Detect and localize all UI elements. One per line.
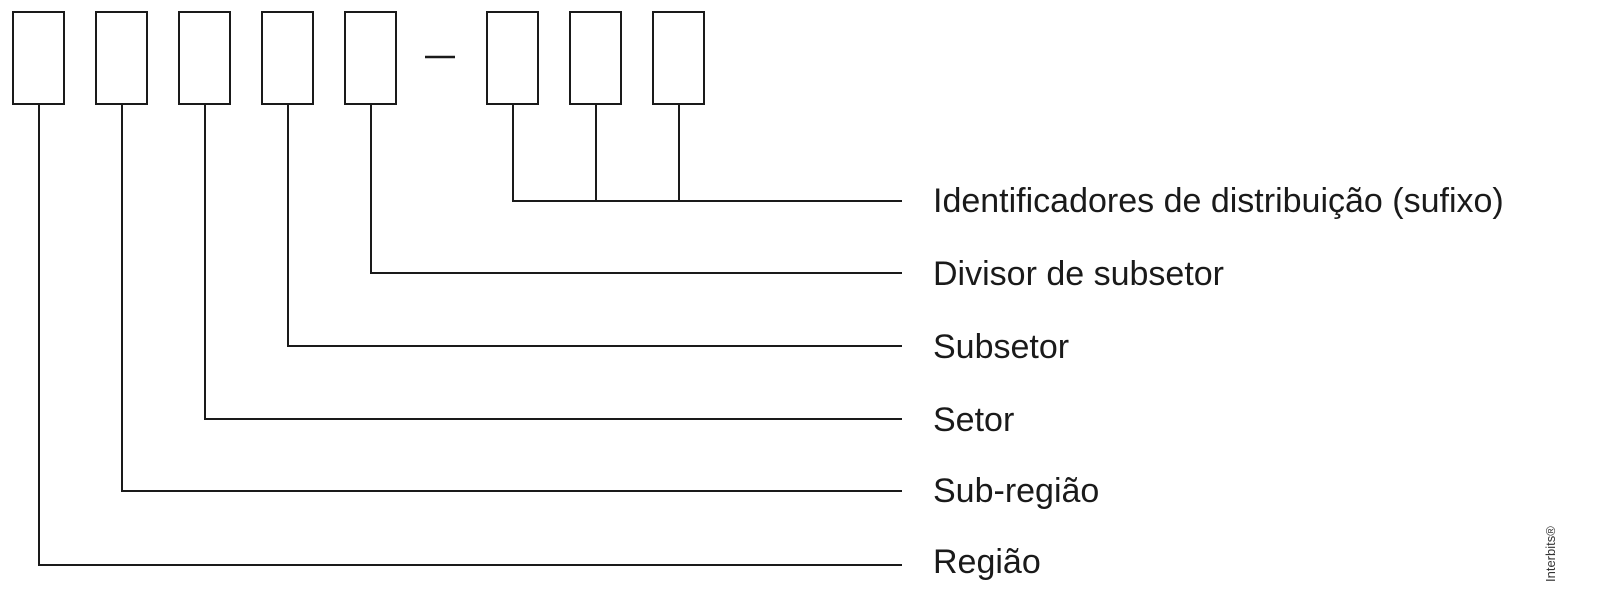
digit-box-sector — [178, 11, 231, 105]
label-sector: Setor — [933, 401, 1014, 439]
digit-box-subregion — [95, 11, 148, 105]
digit-box-region — [12, 11, 65, 105]
digit-box-subsector — [261, 11, 314, 105]
connector-region — [38, 104, 902, 566]
connector-subregion — [121, 104, 902, 492]
digit-box-suffix-2 — [569, 11, 622, 105]
digit-box-suffix-1 — [486, 11, 539, 105]
label-subsector-divider: Divisor de subsetor — [933, 255, 1224, 293]
label-subregion: Sub-região — [933, 472, 1099, 510]
label-suffix: Identificadores de distribuição (sufixo) — [933, 182, 1504, 220]
connector-subsector-divider — [370, 104, 902, 274]
label-subsector: Subsetor — [933, 328, 1069, 366]
label-region: Região — [933, 543, 1041, 581]
connector-suffix — [512, 104, 902, 202]
digit-box-suffix-3 — [652, 11, 705, 105]
connector-sector — [204, 104, 902, 420]
credit-watermark: Interbits® — [1543, 526, 1558, 582]
digit-box-subsector-divider — [344, 11, 397, 105]
connector-subsector — [287, 104, 902, 347]
